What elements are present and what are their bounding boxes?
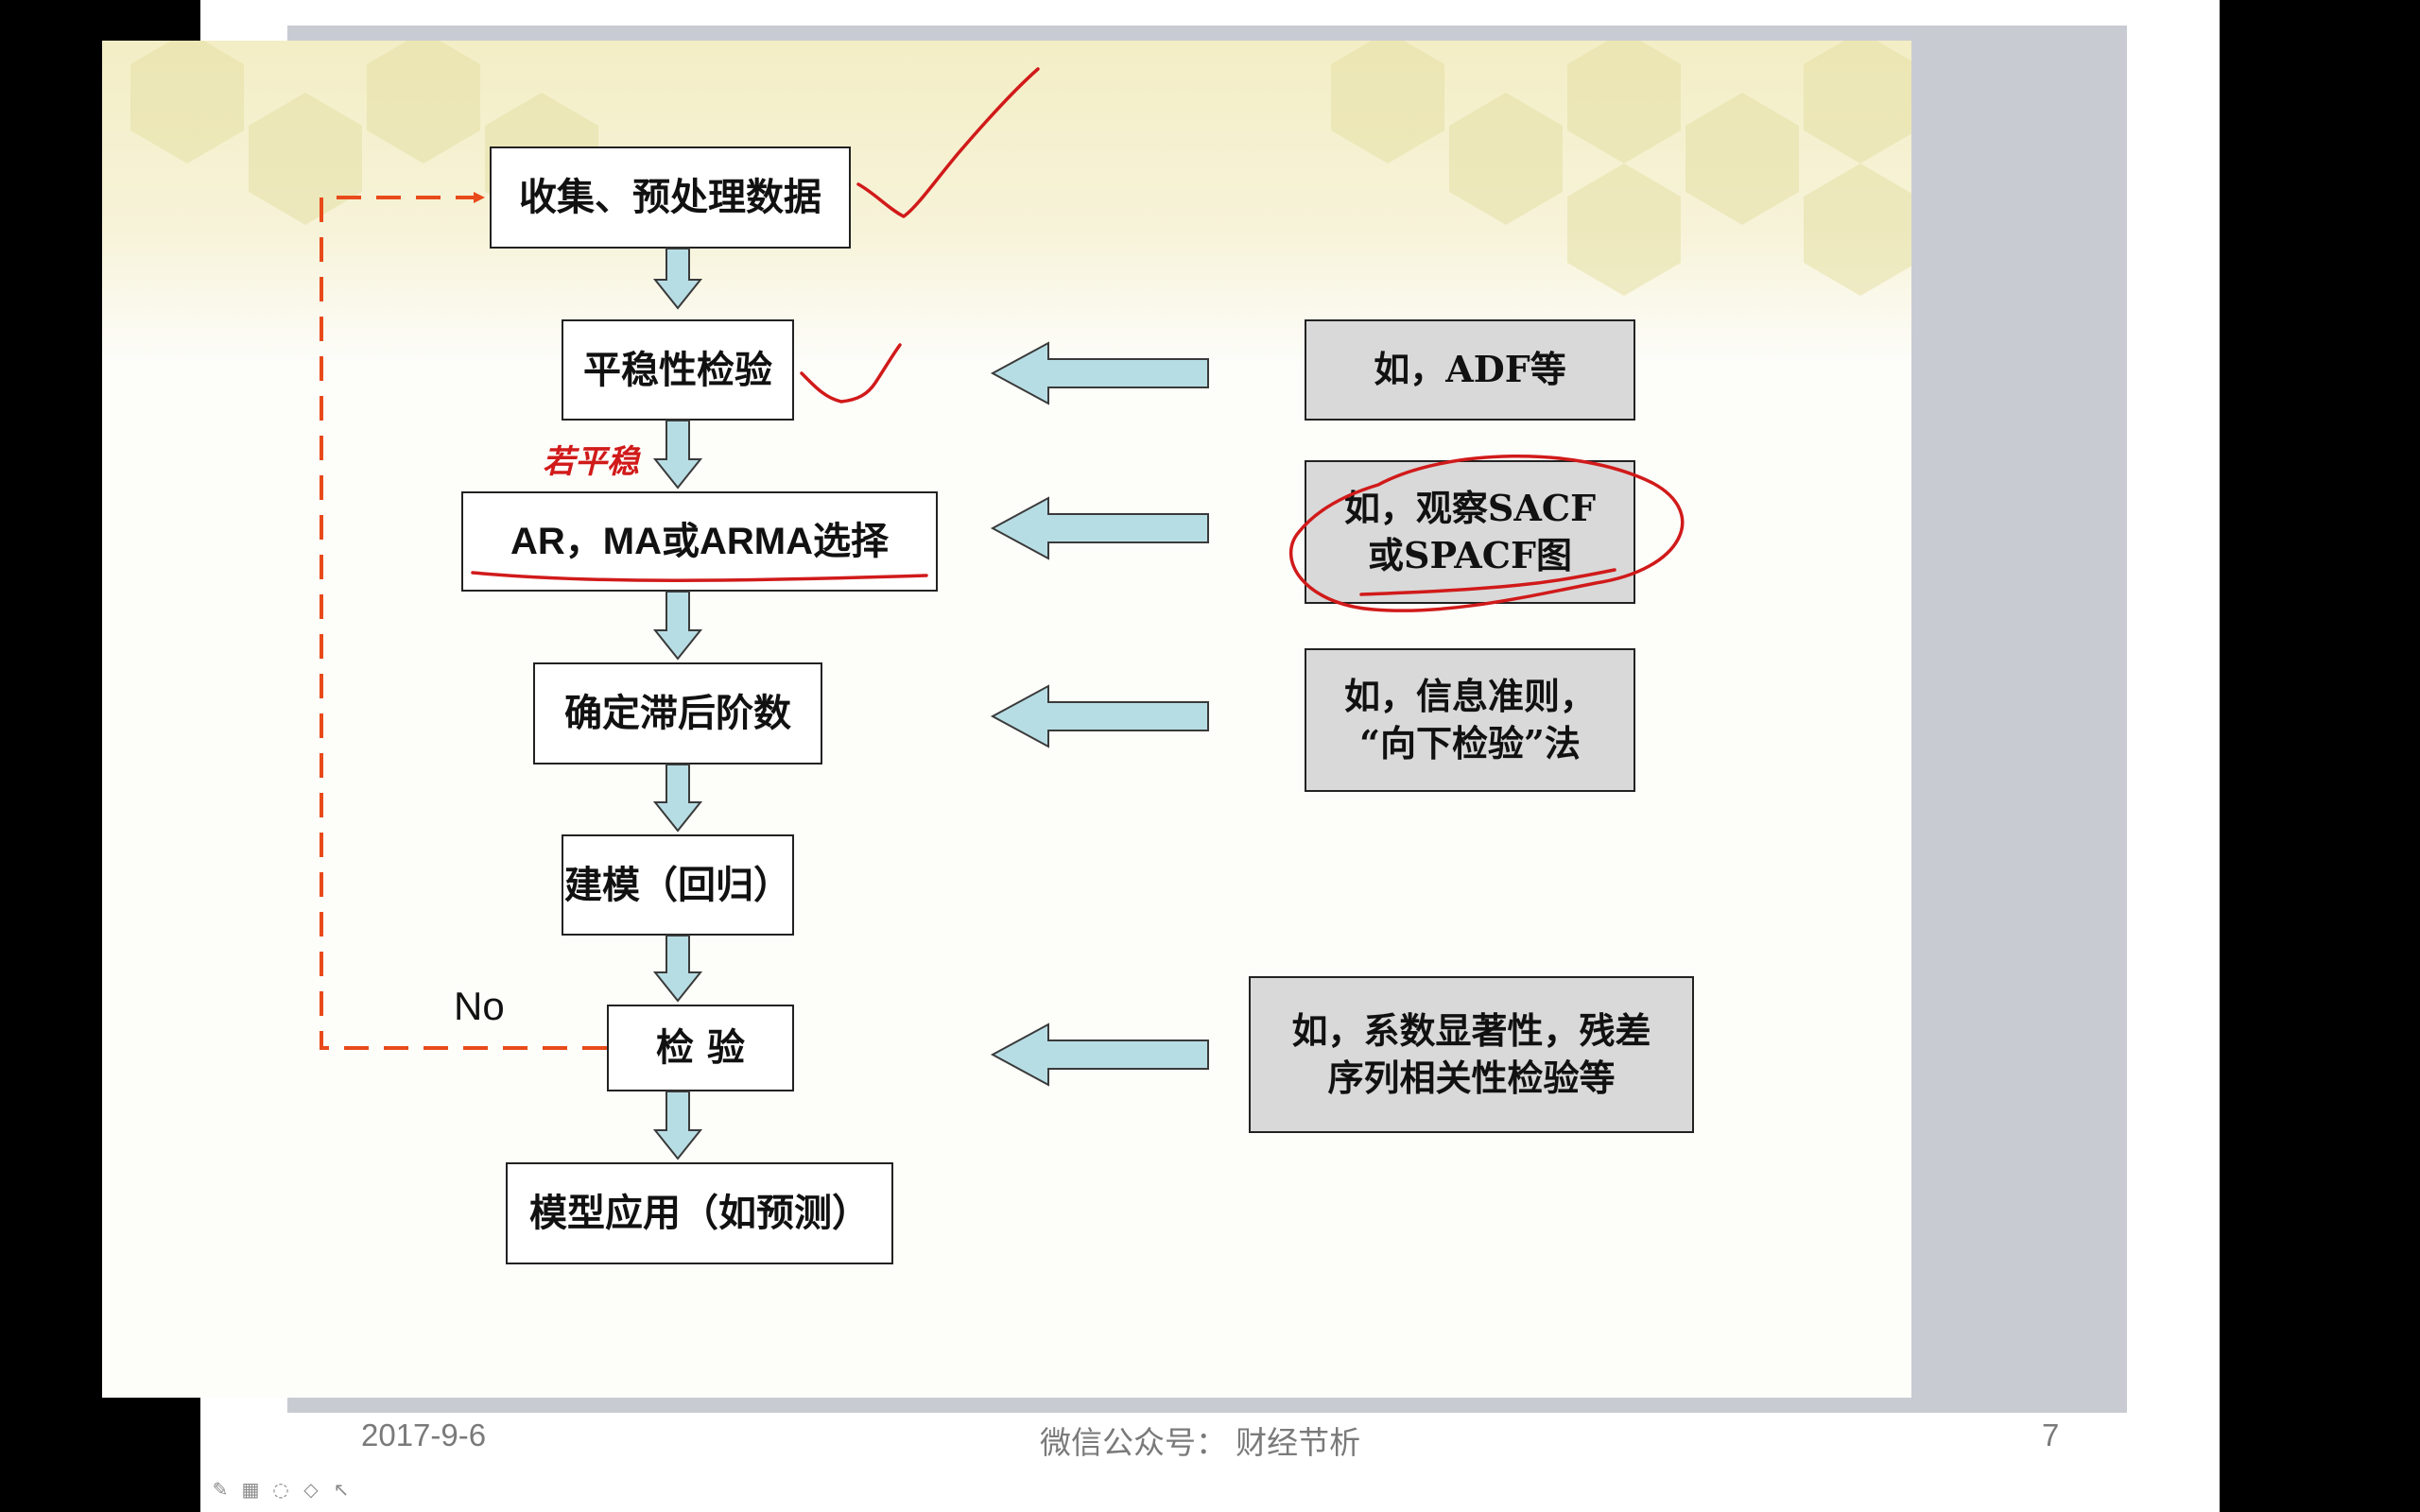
pointer-icon[interactable]: ↖ — [333, 1478, 350, 1501]
step-collect-label: 收集、预处理数据 — [519, 175, 821, 219]
note-info-line2: “向下检验”法 — [1359, 722, 1581, 765]
note-sacf-line2: 或SPACF图 — [1368, 534, 1572, 576]
honeycomb-background — [102, 41, 1911, 1398]
footer-date: 2017-9-6 — [361, 1418, 487, 1452]
note-diagnostics-line2: 序列相关性检验等 — [1327, 1057, 1616, 1099]
annotation-toolbar: ✎ ▦ ◌ ◇ ↖ — [210, 1479, 352, 1500]
step-model-selection: AR，MA或ARMA选择 — [461, 491, 938, 592]
eraser-icon[interactable]: ◇ — [303, 1478, 319, 1501]
step-lag-order-label: 确定滞后阶数 — [564, 691, 791, 735]
step-test: 检 验 — [607, 1005, 794, 1091]
step-test-label: 检 验 — [656, 1025, 745, 1070]
note-diagnostics: 如，系数显著性，残差 序列相关性检验等 — [1249, 976, 1694, 1133]
note-diagnostics-line1: 如，系数显著性，残差 — [1291, 1008, 1651, 1052]
note-sacf-line1: 如，观察SACF — [1343, 486, 1597, 529]
step-application-label: 模型应用（如预测） — [529, 1191, 870, 1235]
slide: 收集、预处理数据 平稳性检验 AR，MA或ARMA选择 确定滞后阶数 建模（回归… — [102, 41, 1911, 1398]
note-adf-label: 如，ADF等 — [1374, 348, 1566, 391]
lasso-icon[interactable]: ◌ — [272, 1478, 289, 1501]
step-stationarity-test: 平稳性检验 — [562, 319, 794, 421]
handwritten-if-stationary: 若平稳 — [543, 443, 639, 481]
footer-center-text: 微信公众号： 财经节析 — [1040, 1425, 1361, 1460]
step-modeling-label: 建模（回归） — [564, 862, 791, 907]
note-info-line1: 如，信息准则， — [1343, 674, 1596, 717]
step-lag-order: 确定滞后阶数 — [533, 662, 822, 765]
note-sacf: 如，观察SACF 或SPACF图 — [1305, 460, 1635, 604]
step-stationarity-label: 平稳性检验 — [583, 347, 772, 392]
note-info-criteria: 如，信息准则， “向下检验”法 — [1305, 648, 1635, 792]
step-application: 模型应用（如预测） — [506, 1162, 893, 1264]
pen-icon[interactable]: ✎ — [212, 1478, 229, 1501]
step-model-selection-label: AR，MA或ARMA选择 — [510, 521, 889, 562]
grid-icon[interactable]: ▦ — [241, 1478, 260, 1501]
note-adf: 如，ADF等 — [1305, 319, 1635, 421]
footer-page-number: 7 — [2042, 1418, 2060, 1452]
step-modeling: 建模（回归） — [562, 834, 794, 936]
no-label: No — [454, 984, 505, 1028]
step-collect-data: 收集、预处理数据 — [490, 146, 851, 249]
